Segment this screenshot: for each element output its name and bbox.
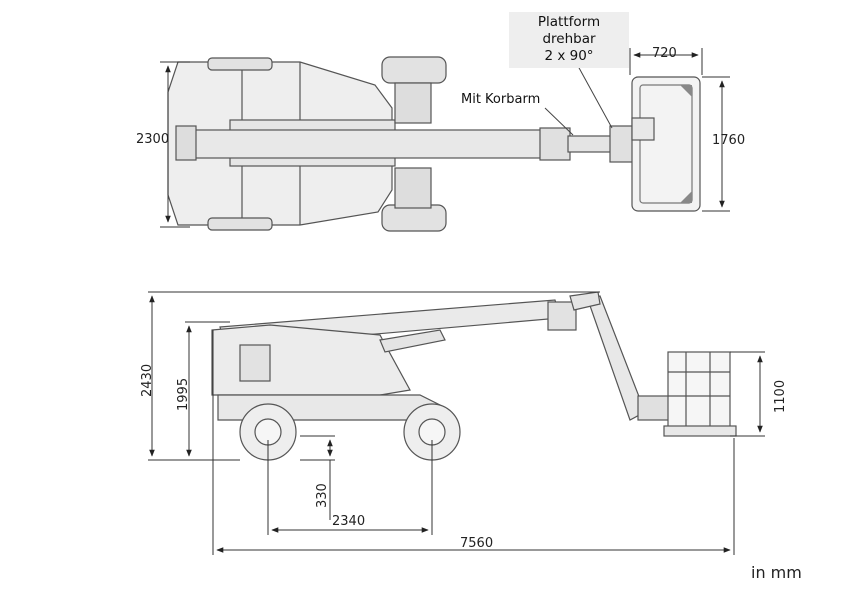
top-boom-head [539,127,571,161]
dim-platform-height: 1100 [773,380,788,413]
top-platform [631,76,701,212]
leader-basket-arm [544,107,574,136]
side-jib-arm [587,295,646,421]
top-dimensions [160,48,730,228]
side-rotator [637,395,671,421]
top-wheel-rear-right [207,217,273,231]
dim-stowed-height: 1995 [176,378,191,411]
side-dimensions [148,291,765,555]
platform-rotation-line-3: 2 x 90° [544,48,594,64]
top-counterweight [175,125,197,161]
dim-top-overall-width: 2300 [136,132,169,147]
platform-rotation-line-1: Plattform [537,14,601,30]
dim-platform-length: 720 [652,46,677,61]
platform-rotation-note: Plattform drehbar 2 x 90° [509,12,629,68]
top-boom [184,129,546,159]
dim-wheelbase: 2340 [332,514,365,529]
top-wheel-front-right [381,167,447,232]
leader-platform [577,65,613,129]
side-control-box [239,344,271,382]
top-jib [567,135,614,153]
top-view [167,56,701,232]
basket-arm-label: Mit Korbarm [461,92,540,107]
side-view [211,291,737,461]
platform-rotation-line-2: drehbar [542,31,596,47]
dim-overall-height: 2430 [140,364,155,397]
unit-label: in mm [751,563,802,582]
dim-overall-length: 7560 [460,536,493,551]
top-wheel-rear-left [207,57,273,71]
side-boom-head [547,301,577,331]
side-wheel-rear [239,403,297,461]
dim-ground-clearance: 330 [315,483,330,508]
dim-platform-width: 1760 [712,133,745,148]
side-platform [663,351,737,437]
side-wheel-front [403,403,461,461]
top-rotator [609,125,636,163]
top-wheel-front-left [381,56,447,124]
